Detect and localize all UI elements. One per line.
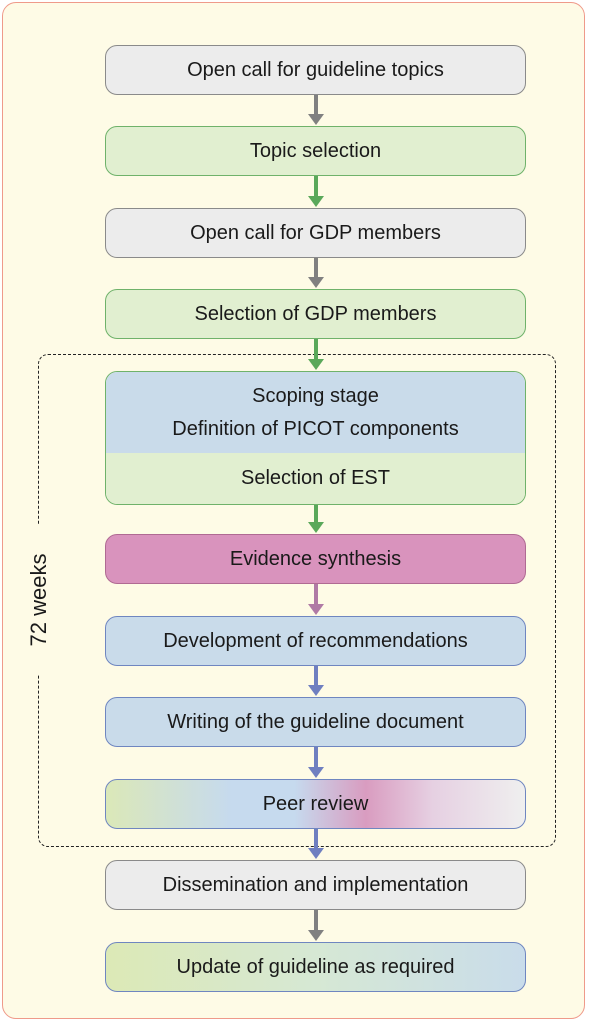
box-scoping-group: Scoping stage Definition of PICOT compon… (105, 371, 526, 505)
arrow-1 (308, 95, 324, 125)
arrow-2 (308, 176, 324, 207)
box-open-call-topics: Open call for guideline topics (105, 45, 526, 95)
box-peer-review: Peer review (105, 779, 526, 829)
arrow-5 (308, 505, 324, 533)
arrow-4 (308, 339, 324, 370)
box-topic-selection: Topic selection (105, 126, 526, 176)
arrow-7 (308, 666, 324, 696)
box-update-guideline: Update of guideline as required (105, 942, 526, 992)
arrow-6 (308, 584, 324, 615)
box-selection-gdp: Selection of GDP members (105, 289, 526, 339)
box-dissemination: Dissemination and implementation (105, 860, 526, 910)
arrow-3 (308, 258, 324, 288)
box-selection-est: Selection of EST (106, 453, 525, 504)
arrow-10 (308, 910, 324, 941)
scoping-stage-label: Scoping stage (252, 384, 379, 407)
box-writing-document: Writing of the guideline document (105, 697, 526, 747)
box-evidence-synthesis: Evidence synthesis (105, 534, 526, 584)
picot-label: Definition of PICOT components (172, 417, 459, 440)
box-scoping-top: Scoping stage Definition of PICOT compon… (106, 372, 525, 454)
arrow-9 (308, 829, 324, 859)
arrow-8 (308, 747, 324, 778)
box-development-recommendations: Development of recommendations (105, 616, 526, 666)
box-open-call-gdp: Open call for GDP members (105, 208, 526, 258)
